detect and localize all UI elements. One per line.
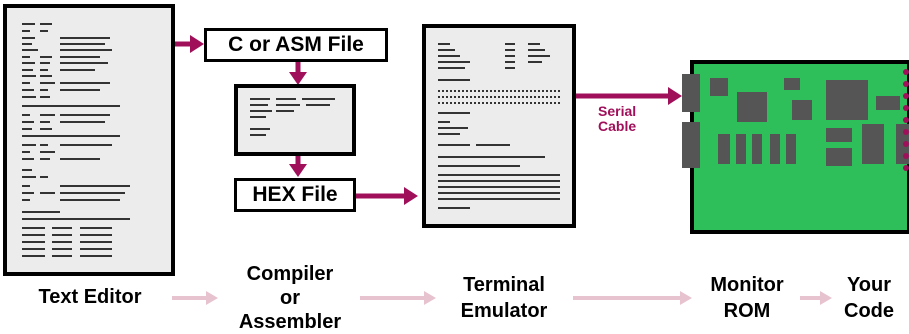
terminal-emulator-document-icon bbox=[422, 24, 576, 228]
stage-label-text-editor: Text Editor bbox=[10, 286, 170, 308]
stage-monitor-line1: Monitor bbox=[710, 274, 784, 296]
c-asm-file-label: C or ASM File bbox=[228, 33, 364, 56]
hex-to-terminal-arrow bbox=[356, 187, 418, 205]
hex-file-box: HEX File bbox=[234, 178, 356, 212]
stage-label-terminal: Terminal Emulator bbox=[436, 272, 572, 324]
microcontroller-board-icon bbox=[682, 60, 909, 234]
compiler-to-hex-arrow bbox=[289, 156, 307, 177]
stage-code-line2: Code bbox=[844, 300, 894, 322]
stage-label-your-code: Your Code bbox=[832, 272, 906, 324]
text-editor-document-icon bbox=[3, 4, 175, 276]
stage-compiler-line3: Assembler bbox=[238, 311, 342, 333]
stage-code-line1: Your bbox=[846, 274, 892, 296]
stage-monitor-line2: ROM bbox=[723, 300, 771, 322]
stage-label-monitor-rom: Monitor ROM bbox=[692, 272, 802, 324]
c-asm-file-box: C or ASM File bbox=[204, 28, 388, 62]
serial-cable-line1: Serial bbox=[598, 103, 637, 119]
stage-compiler-line1: Compiler bbox=[246, 263, 334, 285]
stage-terminal-line1: Terminal bbox=[463, 274, 545, 296]
serial-cable-annotation: Serial Cable bbox=[598, 104, 636, 134]
stage-terminal-line2: Emulator bbox=[460, 300, 548, 322]
serial-cable-arrow bbox=[576, 87, 682, 105]
stage-arrow-terminal-to-monitor bbox=[573, 291, 692, 305]
compiler-window-icon bbox=[234, 84, 356, 156]
hex-file-label: HEX File bbox=[252, 183, 338, 206]
serial-cable-line2: Cable bbox=[598, 118, 637, 134]
stage-arrow-monitor-to-code bbox=[800, 291, 832, 305]
stage-arrow-compiler-to-terminal bbox=[360, 291, 436, 305]
editor-to-source-arrow bbox=[175, 35, 204, 53]
stage-label-compiler: Compiler or Assembler bbox=[222, 262, 358, 334]
stage-compiler-line2: or bbox=[280, 287, 300, 309]
stage-arrow-editor-to-compiler bbox=[172, 291, 218, 305]
stage-text-editor-line1: Text Editor bbox=[38, 286, 142, 308]
source-to-compiler-arrow bbox=[289, 62, 307, 85]
